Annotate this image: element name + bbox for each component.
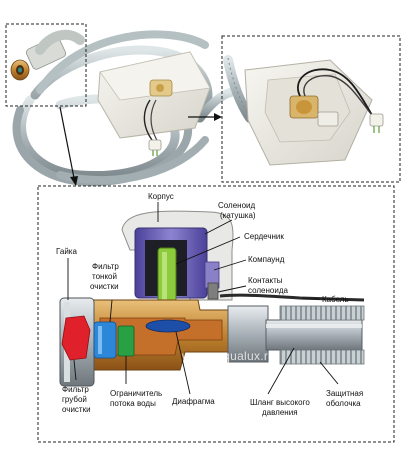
leader-lines	[67, 202, 339, 395]
arrow-to-box-detail	[188, 113, 222, 121]
label-filtr-tonkoy-3: очистки	[90, 282, 119, 291]
hose-loop	[36, 30, 209, 94]
outlet-fitting	[227, 305, 269, 363]
solenoid-wire	[150, 99, 159, 143]
flow-limiter	[117, 325, 135, 357]
protective-sheath-lower	[279, 349, 365, 365]
inlet-fitting	[10, 29, 85, 81]
valve-box	[97, 51, 211, 139]
label-korpus: Корпус	[148, 192, 174, 201]
hose-to-box	[195, 87, 237, 123]
valve-cutaway	[59, 210, 365, 387]
label-zaschitnaya: Защитная	[326, 389, 363, 398]
solenoid-wire	[143, 99, 153, 141]
wire-connector	[148, 139, 162, 151]
label-ogranichitel-2: потока воды	[110, 399, 156, 408]
callout-frame-cutaway	[37, 185, 395, 443]
fine-filter	[93, 321, 117, 359]
solenoid-contacts	[207, 282, 219, 300]
callout-frame-box-detail	[221, 35, 401, 183]
arrow-to-cutaway	[59, 106, 78, 186]
coarse-filter	[61, 315, 91, 361]
label-shlang: Шланг высокого	[250, 398, 310, 407]
callout-frame-fitting	[5, 23, 87, 107]
cable	[219, 293, 365, 302]
label-shlang-2: давления	[262, 408, 298, 417]
hose-loop	[30, 45, 213, 123]
label-filtr-grubom: Фильтр	[62, 385, 89, 394]
label-diafragma: Диафрагма	[172, 397, 215, 406]
protective-sheath	[279, 305, 365, 321]
label-kompaund: Компаунд	[248, 255, 285, 264]
label-zaschitnaya-2: оболочка	[326, 399, 361, 408]
watermark: www.a-qualux.ru	[181, 349, 275, 363]
label-filtr-tonkoy-2: тонкой	[92, 272, 117, 281]
hose-loop	[56, 136, 209, 185]
label-kontakty: Контакты	[248, 276, 283, 285]
box-detail-photo	[223, 55, 384, 166]
label-solenoid: Соленоид	[218, 201, 256, 210]
label-filtr-grubom-3: очистки	[62, 405, 91, 414]
label-filtr-tonkoy: Фильтр	[92, 262, 119, 271]
hose-assembly-photo	[10, 29, 237, 187]
label-ogranichitel: Ограничитель	[110, 389, 162, 398]
label-filtr-grubom-2: грубой	[62, 395, 87, 404]
diaphragm	[145, 319, 191, 333]
label-kontakty-2: соленоида	[248, 286, 288, 295]
label-solenoid-2: (катушка)	[220, 211, 256, 220]
label-kabel: Кабель	[322, 295, 349, 304]
label-gayka: Гайка	[56, 247, 77, 256]
label-serdechnik: Сердечник	[244, 232, 284, 241]
